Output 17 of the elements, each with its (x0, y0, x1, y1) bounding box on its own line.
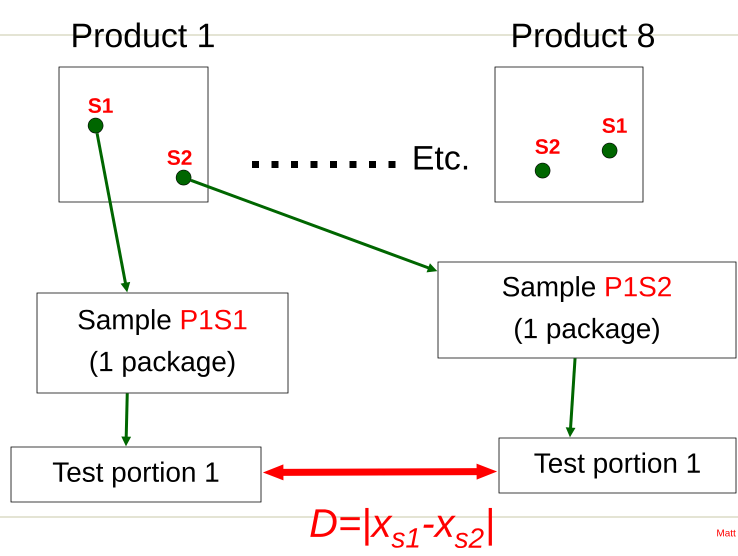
sample-point (602, 142, 618, 158)
sample-point (176, 170, 192, 186)
point-label: S2 (167, 150, 192, 165)
point-label: S1 (602, 118, 627, 133)
sample-point (534, 162, 550, 178)
point-label: S2 (535, 139, 560, 154)
sample-point (88, 118, 104, 134)
etc-text: Etc. (414, 146, 468, 170)
node-label: Product 8 (513, 22, 654, 48)
point-label: S1 (88, 98, 113, 113)
sample-box: Sample P1S1 (1 package) (36, 292, 288, 394)
author-text: Matt (717, 530, 736, 536)
test-portion-box: Test portion 1 (10, 446, 262, 502)
test-portion-box: Test portion 1 (498, 438, 736, 494)
difference-formula: D=|x$_{s1}$-x$_{s2}$| (310, 508, 492, 548)
sample-box: Sample P1S2 (1 package) (438, 262, 736, 358)
node-label: Product 1 (73, 22, 214, 48)
